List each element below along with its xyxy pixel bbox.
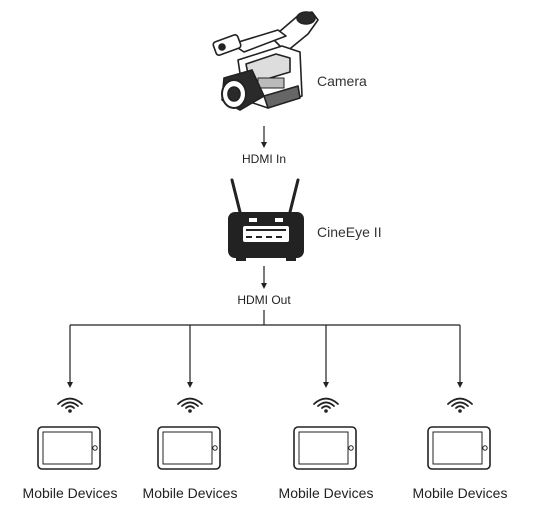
device-label: Mobile Devices (143, 485, 238, 501)
tablet-icon (427, 426, 491, 470)
wifi-signal-icon (57, 397, 83, 413)
device-label: Mobile Devices (279, 485, 374, 501)
tablet-icon (293, 426, 357, 470)
mobile-device-1: Mobile Devices (23, 325, 118, 501)
device-label: Mobile Devices (413, 485, 508, 501)
mobile-device-3: Mobile Devices (279, 325, 374, 501)
camera-label: Camera (317, 73, 367, 89)
device-group: Mobile Devices Mobile Devices Mobile Devic… (23, 325, 508, 501)
wifi-signal-icon (447, 397, 473, 413)
video-camera-icon (212, 11, 319, 111)
tablet-icon (37, 426, 101, 470)
device-label: Mobile Devices (23, 485, 118, 501)
hdmi-out-label: HDMI Out (237, 293, 291, 307)
mobile-device-4: Mobile Devices (413, 325, 508, 501)
tablet-icon (157, 426, 221, 470)
hdmi-in-label: HDMI In (242, 152, 286, 166)
mobile-device-2: Mobile Devices (143, 325, 238, 501)
wifi-signal-icon (313, 397, 339, 413)
wifi-signal-icon (177, 397, 203, 413)
cineeye-label: CineEye II (317, 224, 382, 240)
wireless-transmitter-icon (228, 178, 304, 261)
